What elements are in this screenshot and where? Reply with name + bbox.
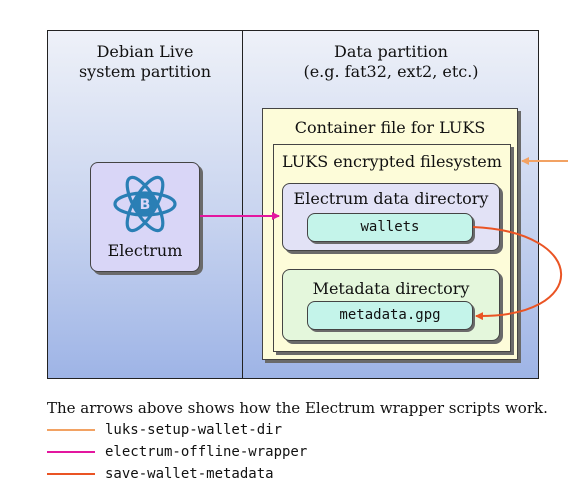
data-partition-title-line2: (e.g. fat32, ext2, etc.) (303, 62, 479, 81)
electrum-label: Electrum (107, 241, 183, 260)
data-partition-title: Data partition (e.g. fat32, ext2, etc.) (243, 42, 539, 82)
electrum-data-directory-title: Electrum data directory (293, 189, 489, 208)
electrum-app: B Electrum (90, 162, 200, 272)
luks-container-title: Container file for LUKS (294, 118, 486, 137)
metadata-directory-title: Metadata directory (312, 279, 470, 298)
legend-label: luks-setup-wallet-dir (105, 422, 283, 438)
bitcoin-symbol: B (140, 197, 151, 213)
metadata-gpg-file: metadata.gpg (307, 301, 473, 330)
data-partition-title-line1: Data partition (334, 42, 448, 61)
luks-filesystem-title: LUKS encrypted filesystem (282, 152, 502, 171)
debian-live-partition-title: Debian Live system partition (47, 42, 243, 82)
electrum-atom-bitcoin-icon: B (113, 175, 177, 233)
wallets-file: wallets (307, 213, 473, 242)
legend-line-orange (47, 429, 95, 431)
legend-line-magenta (47, 451, 95, 453)
diagram-caption: The arrows above shows how the Electrum … (47, 399, 548, 417)
legend-line-red (47, 473, 95, 475)
legend-label: electrum-offline-wrapper (105, 444, 308, 460)
legend-label: save-wallet-metadata (105, 466, 274, 482)
debian-live-title-line1: Debian Live (96, 42, 194, 61)
debian-live-title-line2: system partition (78, 62, 212, 81)
diagram: Debian Live system partition Data partit… (47, 30, 568, 379)
arrows-layer (200, 157, 568, 321)
save-wallet-metadata-arrow (472, 226, 563, 321)
